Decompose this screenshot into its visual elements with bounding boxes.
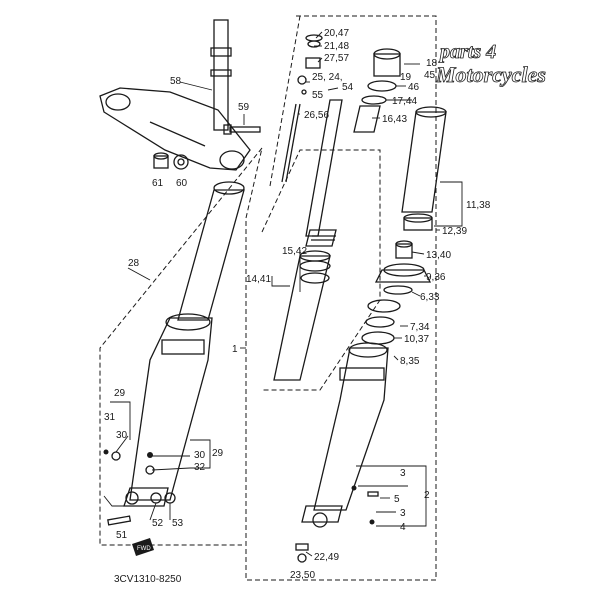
label-22-49: 22,49 <box>314 552 339 563</box>
label-10-37: 10,37 <box>404 334 429 345</box>
cap-bolt-parts <box>297 34 323 95</box>
label-51: 51 <box>116 530 128 541</box>
label-31: 31 <box>104 412 116 423</box>
left-fork-boundary <box>99 147 263 546</box>
dust-seal-7 <box>367 299 401 313</box>
watermark-line2: Motorcycles <box>435 62 546 87</box>
part-labels: 58 59 61 60 28 29 31 30 30 29 32 52 53 5… <box>104 28 491 585</box>
label-6-33: 6,33 <box>420 292 440 303</box>
label-61: 61 <box>152 178 164 189</box>
fwd-arrow-icon: FWD <box>132 538 154 556</box>
label-2: 2 <box>424 490 430 501</box>
label-29-right: 29 <box>212 448 224 459</box>
o-ring-19 <box>367 80 397 92</box>
watermark-line1: parts 4 <box>438 41 496 63</box>
label-14-41: 14,41 <box>246 274 271 285</box>
label-29-top: 29 <box>114 388 126 399</box>
label-12-39: 12,39 <box>442 226 467 237</box>
cylinder-comp-13 <box>395 240 413 259</box>
bolt-59 <box>223 124 261 135</box>
label-54: 54 <box>342 82 354 93</box>
label-19: 19 <box>400 72 412 83</box>
spacer-16 <box>353 105 381 133</box>
label-4: 4 <box>400 522 406 533</box>
label-26-56: 26,56 <box>304 110 329 121</box>
seal-6 <box>383 285 413 295</box>
label-32: 32 <box>194 462 206 473</box>
right-outer-tube <box>301 342 389 528</box>
label-30-left: 30 <box>116 430 128 441</box>
label-21-48: 21,48 <box>324 41 349 52</box>
label-3-top: 3 <box>400 468 406 479</box>
seal-9 <box>374 263 432 283</box>
label-46: 46 <box>408 82 420 93</box>
left-inner-tube <box>177 181 245 321</box>
label-5: 5 <box>394 494 400 505</box>
clip-10 <box>365 316 395 328</box>
label-18: 18 <box>426 58 438 69</box>
label-27-57: 27,57 <box>324 53 349 64</box>
steering-stem-58 <box>210 19 232 131</box>
label-1: 1 <box>232 344 238 355</box>
label-11-38: 11,38 <box>466 200 491 211</box>
label-7-34: 7,34 <box>410 322 430 333</box>
label-23-50: 23,50 <box>290 570 315 581</box>
leader-lines <box>103 31 463 557</box>
right-small-parts <box>295 485 379 563</box>
label-20-47: 20,47 <box>324 28 349 39</box>
left-small-parts <box>103 449 176 526</box>
label-9-36: 9,36 <box>426 272 446 283</box>
label-28: 28 <box>128 258 140 269</box>
right-fork-boundary <box>245 15 437 581</box>
washer-17 <box>361 95 387 105</box>
nut-61 <box>153 152 169 169</box>
fork-cap-18 <box>373 48 401 77</box>
label-16-43: 16,43 <box>382 114 407 125</box>
label-15-42: 15,42 <box>282 246 307 257</box>
bushing-12 <box>403 213 433 231</box>
label-52: 52 <box>152 518 164 529</box>
oil-seal-8 <box>361 331 395 345</box>
parts4motorcycles-watermark: parts 4 Motorcycles <box>435 41 547 88</box>
inner-tube-11 <box>401 106 447 213</box>
diagram-code: 3CV1310-8250 <box>114 574 182 585</box>
label-45: 45 <box>424 70 436 81</box>
damper-cylinder <box>273 250 331 381</box>
washer-60 <box>173 154 189 170</box>
adjuster-rod-26 <box>281 103 301 183</box>
label-30-right: 30 <box>194 450 206 461</box>
label-55: 55 <box>312 90 324 101</box>
damper-rod <box>305 99 343 247</box>
label-59: 59 <box>238 102 250 113</box>
inner-tube-boundary <box>269 15 301 187</box>
label-25-24: 25, 24, <box>312 72 343 83</box>
damper-boundary <box>261 149 381 391</box>
label-8-35: 8,35 <box>400 356 420 367</box>
label-13-40: 13,40 <box>426 250 451 261</box>
fwd-label: FWD <box>137 546 151 552</box>
label-58: 58 <box>170 76 182 87</box>
label-53: 53 <box>172 518 184 529</box>
label-3-bottom: 3 <box>400 508 406 519</box>
left-outer-tube <box>123 313 213 507</box>
label-17-44: 17,44 <box>392 96 417 107</box>
under-bracket <box>99 87 251 171</box>
label-60: 60 <box>176 178 188 189</box>
